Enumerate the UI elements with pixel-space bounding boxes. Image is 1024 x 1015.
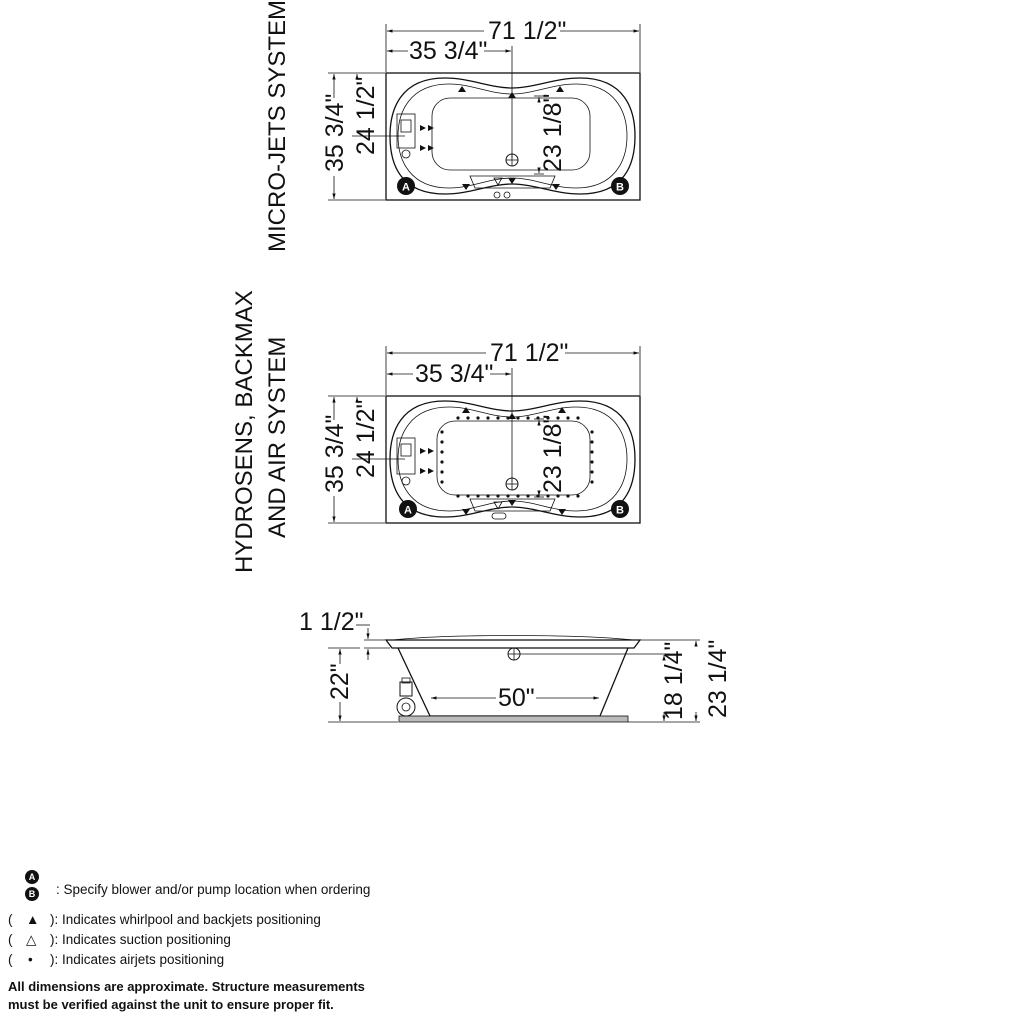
airjet-dot [486, 416, 490, 420]
open-paren: ( [8, 952, 13, 967]
tub-base [398, 715, 629, 723]
legend-suction-row: ( △ ): Indicates suction positioning [8, 930, 231, 950]
airjet-dot [466, 494, 470, 498]
airjet-dot [516, 416, 520, 420]
airjet-dot [590, 480, 594, 484]
airjet-dot [506, 494, 510, 498]
marker-a-icon [399, 500, 417, 518]
tub-outline [385, 72, 641, 201]
open-paren: ( [8, 932, 13, 947]
hydrosens-title-line2: AND AIR SYSTEM [264, 337, 291, 538]
disclaimer-note: All dimensions are approximate. Structur… [8, 978, 365, 1014]
legend-whirlpool-row: ( ▲ ): Indicates whirlpool and backjets … [8, 910, 321, 930]
airjet-dot [566, 416, 570, 420]
legend-blower-text: : Specify blower and/or pump location wh… [56, 882, 371, 897]
disclaimer-line-2: must be verified against the unit to ens… [8, 997, 334, 1012]
airjet-dot [546, 416, 550, 420]
dim-half-length: 35 3/4" [409, 37, 487, 65]
micro-jets-title: MICRO-JETS SYSTEM [264, 0, 291, 252]
legend: A B : Specify blower and/or pump locatio… [8, 870, 370, 970]
legend-whirlpool-text: ): Indicates whirlpool and backjets posi… [50, 912, 321, 927]
marker-b-icon [611, 500, 629, 518]
airjet-dot [516, 494, 520, 498]
pump-unit [396, 437, 416, 475]
side-pump [399, 681, 413, 697]
airjet-dot [456, 416, 460, 420]
marker-a-label: A [402, 182, 410, 194]
airjet-dot [440, 480, 444, 484]
airjet-dot [486, 494, 490, 498]
airjet-dots [440, 416, 594, 498]
airjet-dot [440, 470, 444, 474]
airjet-dot [456, 494, 460, 498]
airjet-dot [476, 416, 480, 420]
marker-a-label: A [404, 505, 412, 517]
hydrosens-view: HYDROSENS, BACKMAX AND AIR SYSTEM A [231, 290, 641, 573]
legend-airjet-text: ): Indicates airjets positioning [50, 952, 225, 967]
side-view: 1 1/2" 22" 50" 18 1/4" 23 1/4" [299, 608, 732, 723]
airjet-dot [566, 494, 570, 498]
tub-rim [384, 639, 642, 649]
marker-b-label: B [616, 182, 624, 194]
dim-width: 35 3/4" [321, 94, 349, 172]
legend-markers: A B [25, 870, 39, 904]
airjet-dot [440, 450, 444, 454]
airjet-dot [576, 416, 580, 420]
legend-suction-text: ): Indicates suction positioning [50, 932, 231, 947]
airjet-dot [576, 494, 580, 498]
airjet-dot [496, 416, 500, 420]
airjet-icon: • [28, 952, 33, 967]
airjet-dot [556, 416, 560, 420]
dim-total: 23 1/4" [704, 640, 732, 718]
airjet-dot [440, 460, 444, 464]
airjet-dot [506, 416, 510, 420]
tub-outline [385, 395, 641, 524]
airjet-dot [590, 440, 594, 444]
tub-bowl [389, 77, 636, 195]
dim-half-width: 24 1/2" [352, 400, 380, 478]
airjet-dot [496, 494, 500, 498]
open-paren: ( [8, 912, 13, 927]
airjet-dot [590, 430, 594, 434]
airjet-dot [590, 460, 594, 464]
suction-icon [493, 501, 503, 510]
dim-water: 18 1/4" [660, 642, 688, 720]
dim-half-length: 35 3/4" [415, 360, 493, 388]
hydrosens-title-line1: HYDROSENS, BACKMAX [231, 290, 258, 573]
dim-bottom: 50" [498, 684, 535, 712]
dim-inner: 23 1/8" [539, 94, 567, 172]
marker-b-label: B [616, 505, 624, 517]
suction-icon: △ [26, 932, 37, 947]
airjet-dot [526, 494, 530, 498]
marker-a-icon: A [25, 870, 39, 884]
dim-width: 35 3/4" [321, 415, 349, 493]
airjet-dot [546, 494, 550, 498]
airjet-dot [440, 430, 444, 434]
airjet-dot [440, 440, 444, 444]
dim-height: 22" [326, 663, 354, 700]
whirlpool-icon: ▲ [26, 912, 40, 927]
legend-airjet-row: ( • ): Indicates airjets positioning [8, 950, 224, 970]
marker-b-icon [611, 177, 629, 195]
airjet-dot [466, 416, 470, 420]
marker-a-icon [397, 177, 415, 195]
airjet-dot [476, 494, 480, 498]
pump-unit [396, 113, 416, 149]
disclaimer-line-1: All dimensions are approximate. Structur… [8, 979, 365, 994]
airjet-dot [526, 416, 530, 420]
airjet-dot [590, 470, 594, 474]
dim-length: 71 1/2" [490, 339, 568, 367]
tub-bowl [389, 400, 636, 518]
marker-b-icon: B [25, 887, 39, 901]
micro-jets-view: MICRO-JETS SYSTEM [264, 0, 641, 252]
dim-rim: 1 1/2" [299, 608, 363, 636]
airjet-dot [556, 494, 560, 498]
legend-blower-row: A B : Specify blower and/or pump locatio… [8, 870, 370, 910]
suction-icon [493, 177, 503, 186]
dim-length: 71 1/2" [488, 17, 566, 45]
airjet-dot [590, 450, 594, 454]
dim-inner: 23 1/8" [539, 415, 567, 493]
dim-half-width: 24 1/2" [352, 77, 380, 155]
